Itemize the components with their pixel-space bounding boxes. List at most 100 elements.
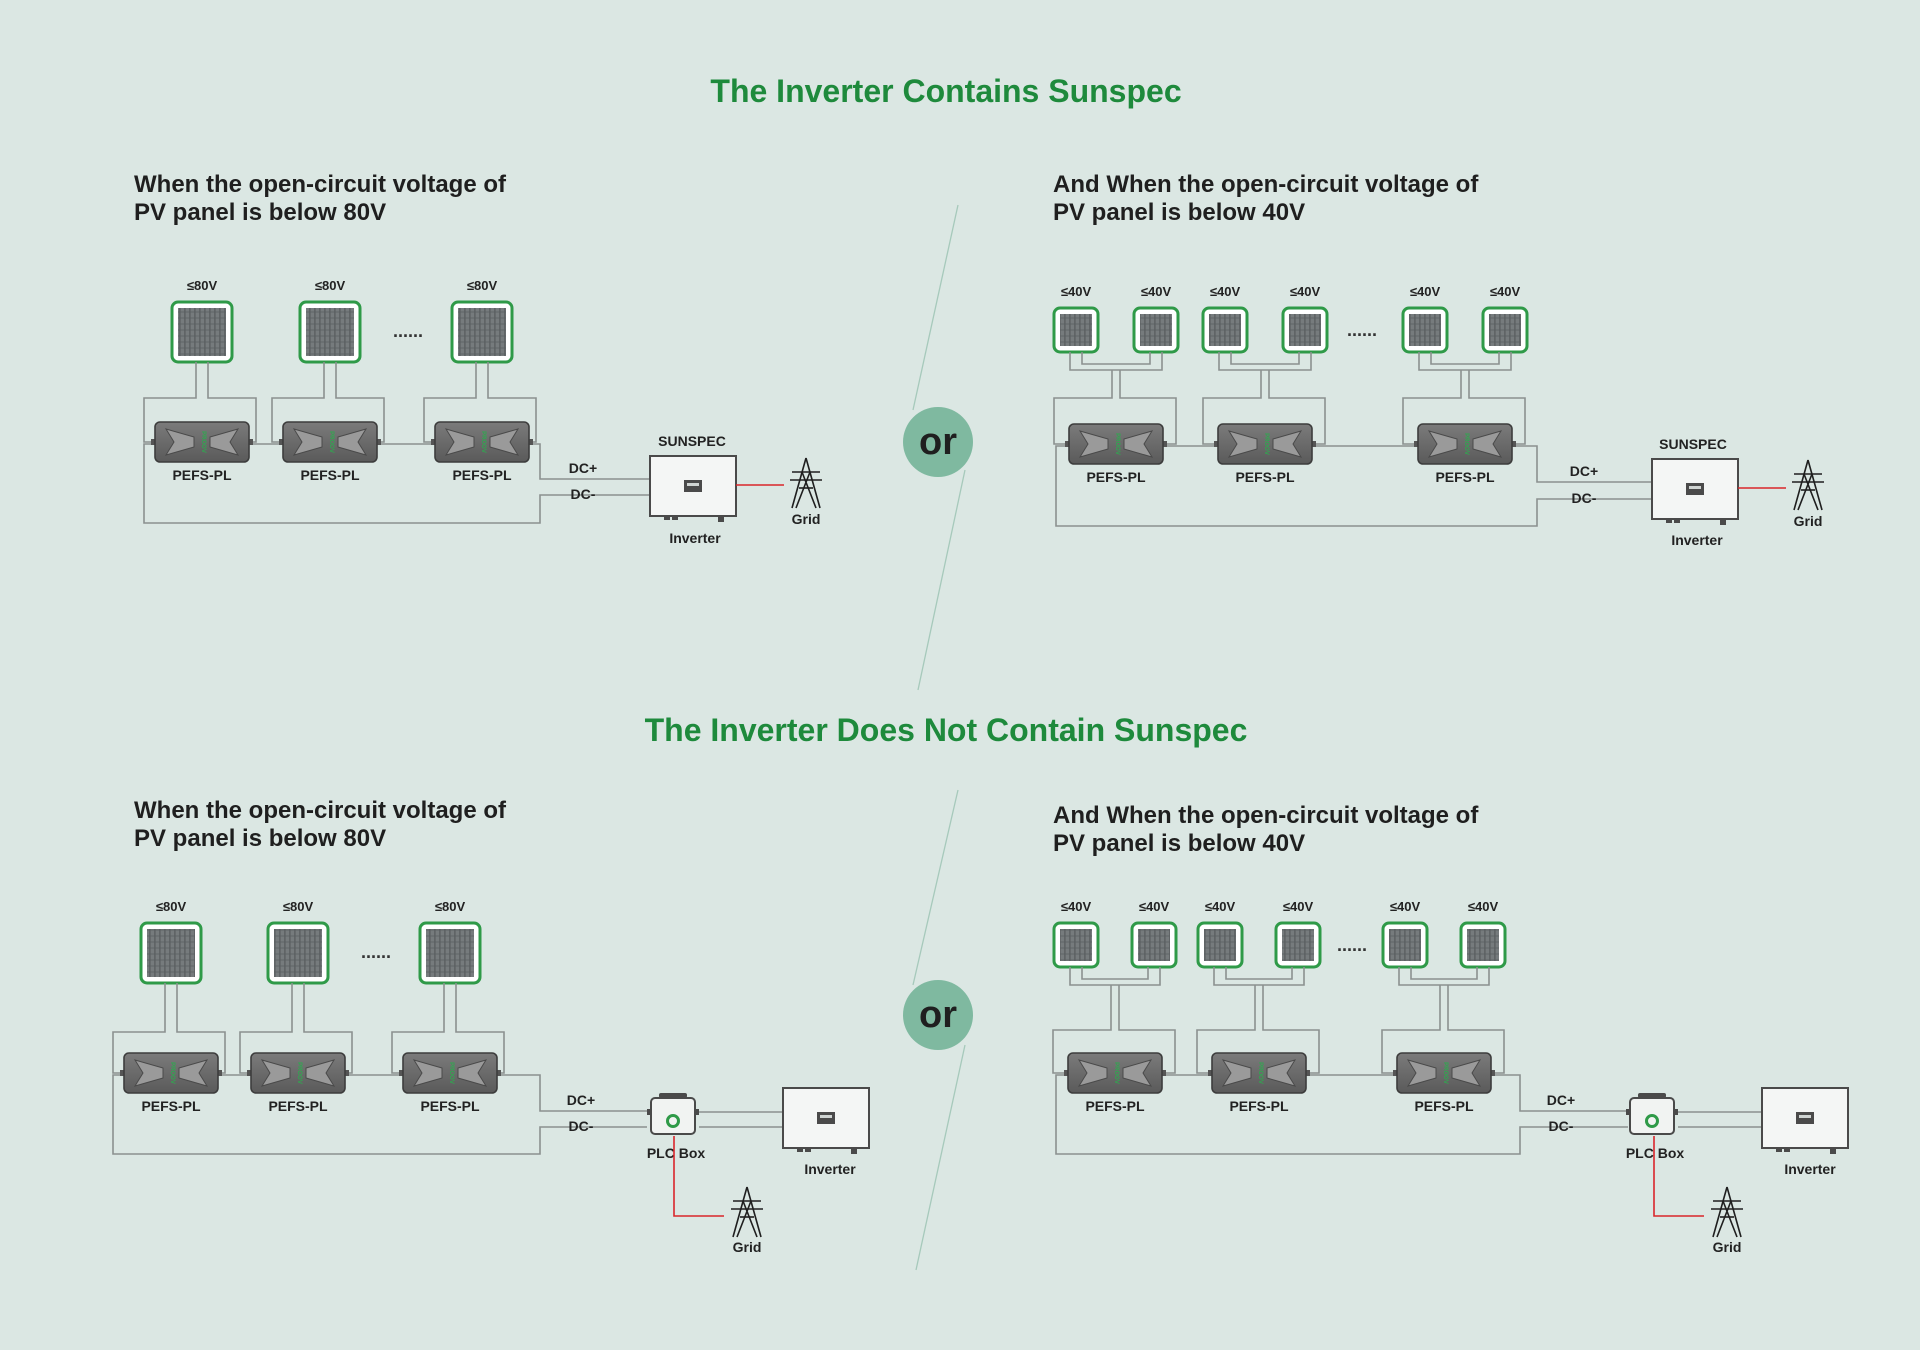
optimizer-icon: PROOV <box>120 1052 222 1094</box>
svg-text:And When the open-circuit volt: And When the open-circuit voltage of <box>1053 171 1479 198</box>
divider-line-bottom-lower <box>915 1044 966 1271</box>
plc-box-icon <box>1626 1093 1678 1135</box>
pv-panel-icon <box>418 921 482 985</box>
pv-panel-icon <box>139 921 203 985</box>
plc-box-label: PLC Box <box>647 1145 706 1161</box>
panel-voltage-label: ≤80V <box>467 278 498 293</box>
pv-panel-icon <box>1052 306 1100 354</box>
sunspec-label: SUNSPEC <box>1659 436 1727 452</box>
optimizer-label: PEFS-PL <box>1086 469 1146 485</box>
optimizer-icon: PROOV <box>1064 1052 1166 1094</box>
diagram-bottom-left: ≤80VPROOVPEFS-PL≤80VPROOVPEFS-PL≤80VPROO… <box>112 899 870 1255</box>
section-title-sunspec: The Inverter Contains Sunspec <box>710 73 1181 109</box>
device-brand-mark: PROOV <box>1257 1062 1263 1084</box>
panel-voltage-label: ≤40V <box>1283 899 1314 914</box>
panel-voltage-label: ≤80V <box>187 278 218 293</box>
device-brand-mark: PROOV <box>1463 433 1469 455</box>
optimizer-label: PEFS-PL <box>420 1098 480 1114</box>
optimizer-icon: PROOV <box>431 421 533 463</box>
svg-text:And When the open-circuit volt: And When the open-circuit voltage of <box>1053 802 1479 829</box>
transmission-tower-icon <box>1711 1186 1743 1238</box>
optimizer-icon: PROOV <box>1214 423 1316 465</box>
optimizer-label: PEFS-PL <box>1229 1098 1289 1114</box>
dc-plus-label: DC+ <box>1547 1092 1575 1108</box>
dc-plus-label: DC+ <box>567 1092 595 1108</box>
dc-minus-label: DC- <box>1549 1118 1574 1134</box>
grid-label: Grid <box>792 511 821 527</box>
pv-panel-icon <box>170 300 234 364</box>
divider-line-top-lower <box>917 469 966 691</box>
svg-text:PV panel is below 80V: PV panel is below 80V <box>134 825 386 852</box>
optimizer-label: PEFS-PL <box>1085 1098 1145 1114</box>
sunspec-label: SUNSPEC <box>658 433 726 449</box>
optimizer-icon: PROOV <box>279 421 381 463</box>
plc-box-label: PLC Box <box>1626 1145 1685 1161</box>
panel-voltage-label: ≤80V <box>156 899 187 914</box>
pv-panel-icon <box>1130 921 1178 969</box>
panel-voltage-label: ≤40V <box>1290 284 1321 299</box>
inverter-label: Inverter <box>669 530 721 546</box>
diagram-top-right: ≤40V≤40VPROOVPEFS-PL≤40V≤40VPROOVPEFS-PL… <box>1052 284 1824 548</box>
diagram-bottom-right: ≤40V ≤40V PROOV PEFS-PL ≤40V ≤40V PROOV PEFS-PL… <box>1052 899 1849 1255</box>
grid-connection-wire <box>1653 1136 1704 1217</box>
svg-text:PV panel is below 40V: PV panel is below 40V <box>1053 199 1305 226</box>
dc-minus-label: DC- <box>571 486 596 502</box>
svg-text:PV panel is below 40V: PV panel is below 40V <box>1053 830 1305 857</box>
or-badge-top: or <box>903 407 973 477</box>
pv-panel-icon <box>1201 306 1249 354</box>
dc-minus-label: DC- <box>1572 490 1597 506</box>
svg-text:PV panel is below 80V: PV panel is below 80V <box>134 199 386 226</box>
subtitle-top-right: And When the open-circuit voltage of PV … <box>1053 171 1479 226</box>
optimizer-label: PEFS-PL <box>1435 469 1495 485</box>
pv-panel-icon <box>1132 306 1180 354</box>
ellipsis: ...... <box>1347 320 1377 340</box>
panel-voltage-label: ≤80V <box>315 278 346 293</box>
pv-panel-icon <box>1281 306 1329 354</box>
pv-panel-icon <box>1459 921 1507 969</box>
optimizer-icon: PROOV <box>1208 1052 1310 1094</box>
inverter-label: Inverter <box>1784 1161 1836 1177</box>
inverter-icon <box>1651 458 1739 525</box>
section-title-no-sunspec: The Inverter Does Not Contain Sunspec <box>645 712 1248 748</box>
panel-voltage-label: ≤40V <box>1139 899 1170 914</box>
inverter-icon <box>782 1087 870 1154</box>
transmission-tower-icon <box>790 457 822 509</box>
panel-voltage-label: ≤40V <box>1468 899 1499 914</box>
device-brand-mark: PROOV <box>480 431 486 453</box>
subtitle-bottom-left: When the open-circuit voltage of PV pane… <box>134 797 507 852</box>
panel-voltage-label: ≤40V <box>1205 899 1236 914</box>
optimizer-icon: PROOV <box>151 421 253 463</box>
dc-minus-label: DC- <box>569 1118 594 1134</box>
ellipsis: ...... <box>1337 935 1367 955</box>
inverter-label: Inverter <box>804 1161 856 1177</box>
divider-line-bottom-upper <box>912 789 959 986</box>
optimizer-label: PEFS-PL <box>268 1098 328 1114</box>
panel-voltage-label: ≤80V <box>283 899 314 914</box>
ellipsis: ...... <box>361 942 391 962</box>
pv-panel-icon <box>450 300 514 364</box>
pv-panel-icon <box>1381 921 1429 969</box>
grid-label: Grid <box>733 1239 762 1255</box>
pv-panel-icon <box>1196 921 1244 969</box>
inverter-icon <box>1761 1087 1849 1154</box>
optimizer-icon: PROOV <box>399 1052 501 1094</box>
transmission-tower-icon <box>1792 459 1824 511</box>
optimizer-label: PEFS-PL <box>141 1098 201 1114</box>
inverter-label: Inverter <box>1671 532 1723 548</box>
device-brand-mark: PROOV <box>169 1062 175 1084</box>
panel-voltage-label: ≤40V <box>1490 284 1521 299</box>
or-badge-bottom: or <box>903 980 973 1050</box>
pv-panel-icon <box>1274 921 1322 969</box>
diagram-top-left: ≤80VPROOVPEFS-PL≤80VPROOVPEFS-PL≤80VPROO… <box>143 278 822 546</box>
svg-text:or: or <box>919 994 957 1036</box>
device-brand-mark: PROOV <box>1442 1062 1448 1084</box>
subtitle-bottom-right: And When the open-circuit voltage of PV … <box>1053 802 1479 857</box>
optimizer-icon: PROOV <box>1065 423 1167 465</box>
device-brand-mark: PROOV <box>296 1062 302 1084</box>
subtitle-top-left: When the open-circuit voltage of PV pane… <box>134 171 507 226</box>
panel-voltage-label: ≤40V <box>1210 284 1241 299</box>
grid-label: Grid <box>1713 1239 1742 1255</box>
dc-plus-label: DC+ <box>1570 463 1598 479</box>
pv-panel-icon <box>1401 306 1449 354</box>
